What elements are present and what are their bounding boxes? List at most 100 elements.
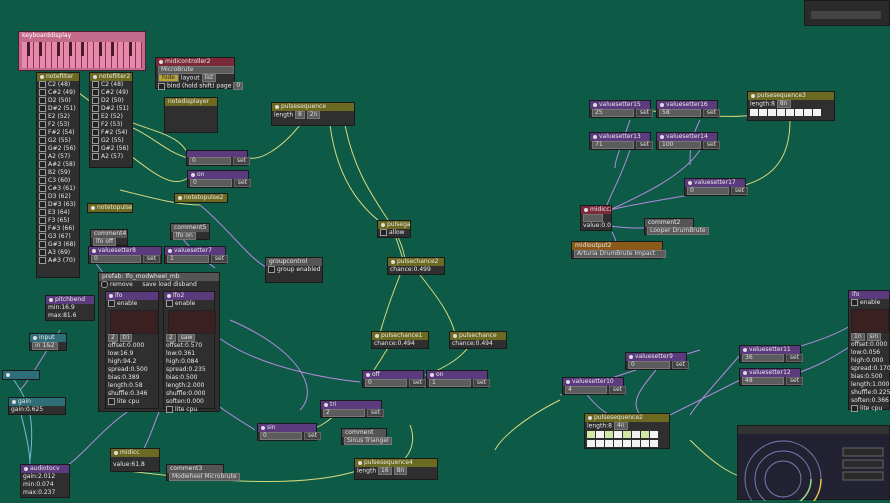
prefab-module[interactable]: prefab: lfo_modwheel_mb remove save load… bbox=[98, 272, 220, 413]
valuesetter15-module[interactable]: valuesetter15 25 set bbox=[589, 100, 654, 118]
shuffle-slider[interactable]: shuffle:0.346 bbox=[108, 390, 148, 397]
note-checkbox[interactable] bbox=[39, 113, 46, 120]
black-key[interactable] bbox=[81, 42, 84, 56]
step-cell[interactable] bbox=[587, 431, 595, 438]
pitchbend-module[interactable]: pitchbend min:16.9 max:81.6 bbox=[45, 295, 95, 321]
midioutput2-module[interactable]: midioutput2 Arturia DrumBrute Impact bbox=[571, 241, 666, 259]
notedisplayer-header[interactable]: notedisplayer bbox=[165, 98, 217, 106]
value-field[interactable]: 2 bbox=[323, 409, 365, 417]
soften-slider[interactable]: soften:0.000 bbox=[166, 398, 204, 405]
enable-dot-icon[interactable] bbox=[49, 297, 53, 302]
set-button[interactable]: set bbox=[608, 386, 627, 394]
enable-dot-icon[interactable] bbox=[743, 370, 747, 375]
spread-slider[interactable]: spread:0.170 bbox=[851, 365, 890, 372]
valuesetter16-module[interactable]: valuesetter16 58 set bbox=[656, 100, 721, 118]
enable-dot-icon[interactable] bbox=[743, 347, 747, 352]
notetopulse-module[interactable]: notetopulse bbox=[87, 203, 133, 213]
low-slider[interactable]: low:0.361 bbox=[166, 350, 196, 357]
notedisplayer-module[interactable]: notedisplayer bbox=[164, 97, 218, 133]
enable-dot-icon[interactable] bbox=[93, 74, 97, 79]
lfo-mid-module[interactable]: lfo2 enable 2 saw offset:0.570 low:0.361… bbox=[163, 291, 216, 413]
note-checkbox[interactable] bbox=[39, 201, 46, 208]
remove-icon[interactable] bbox=[101, 281, 108, 288]
note-checkbox[interactable] bbox=[39, 193, 46, 200]
note-checkbox-row[interactable]: C#2 (49) bbox=[37, 89, 79, 97]
hide-button[interactable]: hide bbox=[158, 74, 179, 82]
step-cell[interactable] bbox=[795, 109, 803, 116]
note-checkbox-row[interactable]: G#2 (56) bbox=[90, 145, 132, 153]
note-checkbox-row[interactable]: B2 (59) bbox=[37, 169, 79, 177]
sin-valuesetter-module[interactable]: sin 0 set bbox=[257, 423, 322, 441]
note-checkbox[interactable] bbox=[92, 153, 99, 160]
note-checkbox-row[interactable]: G2 (55) bbox=[37, 137, 79, 145]
length-slider[interactable]: length:2.000 bbox=[166, 382, 205, 389]
enable-dot-icon[interactable] bbox=[261, 425, 265, 430]
enable-dot-icon[interactable] bbox=[114, 450, 118, 455]
rate-select[interactable]: 8n bbox=[776, 100, 791, 108]
gain-header[interactable]: gain bbox=[9, 398, 65, 406]
low-slider[interactable]: low:16.9 bbox=[108, 350, 134, 357]
set-button[interactable]: set bbox=[366, 409, 385, 417]
cc-field[interactable] bbox=[583, 214, 603, 222]
valuesetter12-header[interactable]: valuesetter12 bbox=[740, 369, 800, 377]
max-slider[interactable]: max:0.237 bbox=[23, 489, 56, 496]
length-slider[interactable]: length:0.58 bbox=[108, 382, 143, 389]
note-checkbox[interactable] bbox=[39, 233, 46, 240]
enable-dot-icon[interactable] bbox=[453, 333, 457, 338]
step-cell[interactable] bbox=[641, 431, 649, 438]
notetopulse2-header[interactable]: notetopulse2 bbox=[175, 194, 227, 202]
note-checkbox-row[interactable]: F#2 (54) bbox=[37, 129, 79, 137]
prefab-header[interactable]: prefab: lfo_modwheel_mb bbox=[99, 273, 219, 281]
valuesetter16-header[interactable]: valuesetter16 bbox=[657, 101, 717, 109]
note-checkbox-row[interactable]: F2 (53) bbox=[90, 121, 132, 129]
shuffle-slider[interactable]: shuffle:0.000 bbox=[166, 390, 206, 397]
note-checkbox[interactable] bbox=[39, 121, 46, 128]
set-button[interactable]: set bbox=[702, 141, 721, 149]
enable-dot-icon[interactable] bbox=[191, 172, 195, 177]
pulsesequence4-module[interactable]: pulsesequence4 length 16 8n bbox=[354, 458, 438, 480]
enable-dot-icon[interactable] bbox=[159, 59, 163, 64]
note-checkbox[interactable] bbox=[39, 137, 46, 144]
note-checkbox-row[interactable]: C#3 (61) bbox=[37, 185, 79, 193]
circular-sequencer-header[interactable] bbox=[738, 426, 889, 434]
step-cell[interactable] bbox=[614, 431, 622, 438]
pulsechance2-module[interactable]: pulsechance2 chance:0.499 bbox=[387, 257, 445, 275]
off-valuesetter-module[interactable]: off 0 set bbox=[362, 370, 427, 388]
step-cell[interactable] bbox=[632, 431, 640, 438]
enable-dot-icon[interactable] bbox=[178, 195, 182, 200]
pulsesequence2-header[interactable]: pulsesequence2 bbox=[585, 414, 669, 422]
audio-node-module[interactable] bbox=[2, 370, 40, 380]
max-slider[interactable]: max:81.6 bbox=[48, 312, 77, 319]
shuffle-slider[interactable]: shuffle:0.225 bbox=[851, 389, 890, 396]
value-field[interactable]: 58 bbox=[659, 109, 701, 117]
note-checkbox-row[interactable]: D#2 (51) bbox=[90, 105, 132, 113]
note-checkbox-row[interactable]: C2 (48) bbox=[37, 81, 79, 89]
chance-slider[interactable]: 0.499 bbox=[413, 266, 431, 273]
valuesetter8-header[interactable]: valuesetter8 bbox=[89, 247, 161, 255]
note-checkbox[interactable] bbox=[39, 145, 46, 152]
enable-checkbox[interactable] bbox=[166, 300, 173, 307]
circular-sequencer-display[interactable] bbox=[738, 434, 890, 503]
note-checkbox[interactable] bbox=[92, 89, 99, 96]
input-module[interactable]: input in 1&2 bbox=[29, 333, 67, 351]
audiotocv-module[interactable]: audiotocv gain:2.012 min:0.074 max:0.237 bbox=[20, 464, 70, 498]
note-checkbox-row[interactable]: A#2 (58) bbox=[37, 161, 79, 169]
enable-dot-icon[interactable] bbox=[167, 293, 171, 298]
step-cell[interactable] bbox=[623, 431, 631, 438]
value-field[interactable]: 71 bbox=[592, 141, 634, 149]
pulsesequence4-header[interactable]: pulsesequence4 bbox=[355, 459, 437, 467]
note-checkbox[interactable] bbox=[39, 89, 46, 96]
step-cell[interactable] bbox=[641, 440, 649, 447]
enable-dot-icon[interactable] bbox=[584, 207, 588, 212]
note-checkbox-row[interactable]: A3 (69) bbox=[37, 249, 79, 257]
page-select[interactable]: 0 bbox=[233, 82, 244, 90]
note-checkbox[interactable] bbox=[92, 105, 99, 112]
note-checkbox-row[interactable]: E2 (52) bbox=[90, 113, 132, 121]
step-cell[interactable] bbox=[759, 109, 767, 116]
lite-cpu-checkbox[interactable] bbox=[108, 398, 115, 405]
lite-cpu-checkbox[interactable] bbox=[166, 406, 173, 413]
enable-dot-icon[interactable] bbox=[381, 222, 385, 227]
comment-text[interactable]: Sinus Triangel bbox=[344, 437, 392, 445]
interval-select[interactable]: 1n bbox=[851, 333, 865, 341]
comment-text[interactable]: Looper DrumBrute bbox=[647, 227, 709, 235]
